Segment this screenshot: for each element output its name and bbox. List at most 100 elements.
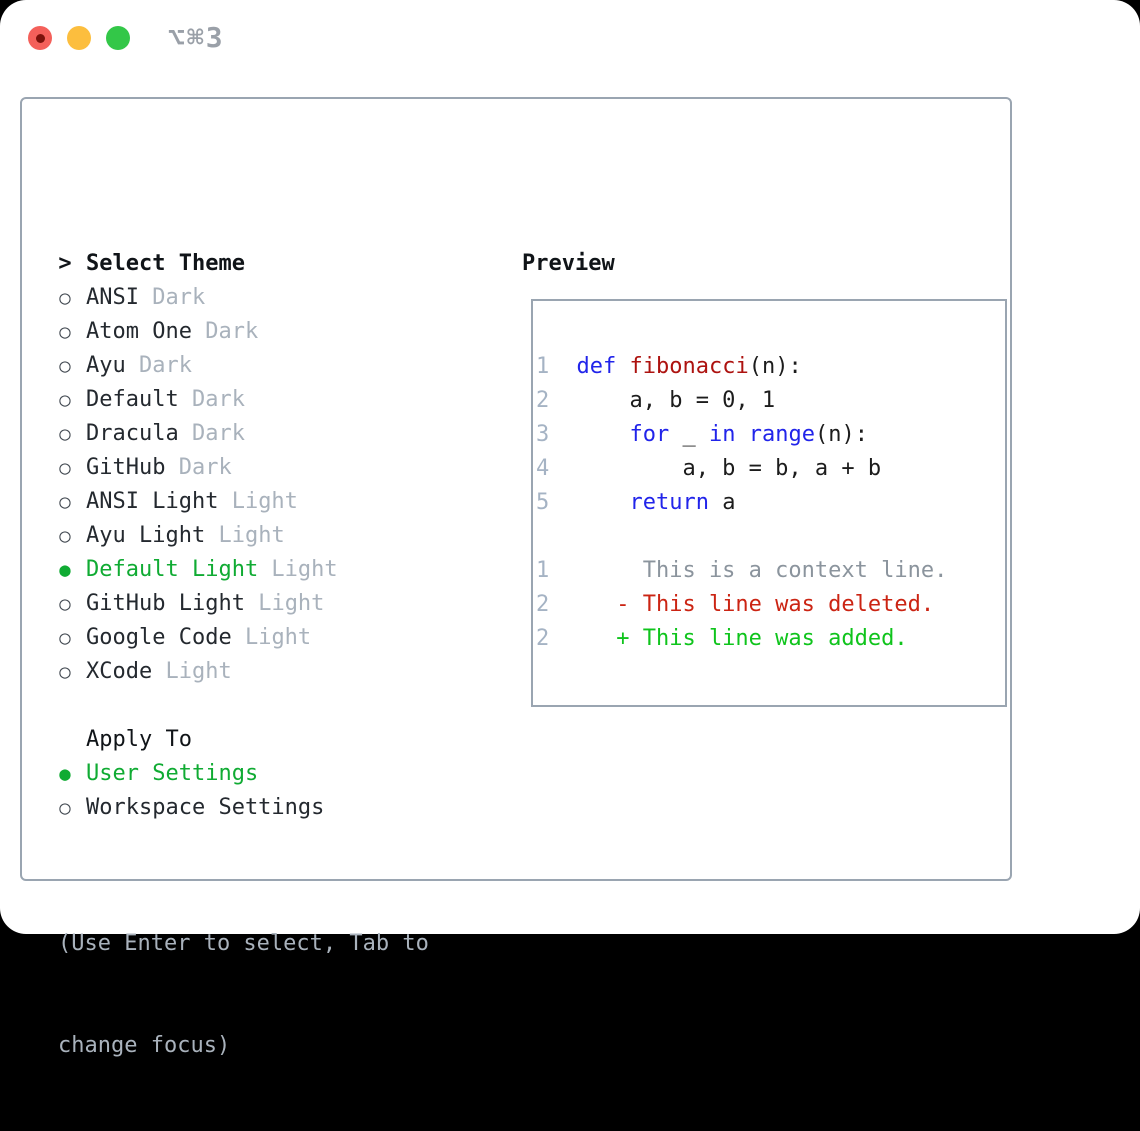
preview-pane	[531, 299, 1007, 707]
theme-variant: Dark	[165, 455, 232, 480]
theme-name: GitHub Light	[86, 591, 245, 616]
code-line: 3 for _ in range(n):	[536, 418, 947, 452]
theme-option[interactable]: ○ GitHub Light Light	[58, 587, 429, 621]
code-segment: - This line was deleted.	[550, 592, 935, 617]
code-segment: return	[629, 490, 709, 515]
radio-unselected-icon: ○	[59, 525, 71, 547]
radio-unselected-icon: ○	[59, 797, 71, 819]
line-number: 3	[536, 422, 550, 447]
apply-option-label: Workspace Settings	[86, 795, 325, 820]
theme-picker-column: > Select Theme ○ANSI Dark○Atom One Dark○…	[58, 247, 429, 1131]
theme-option[interactable]: ○Default Dark	[58, 383, 429, 417]
zoom-button[interactable]	[106, 26, 130, 50]
radio-unselected-icon: ○	[59, 423, 71, 445]
theme-variant: Dark	[125, 353, 192, 378]
apply-option[interactable]: ● User Settings	[58, 757, 429, 791]
help-text-line: (Use Enter to select, Tab to	[58, 931, 429, 956]
theme-variant: Light	[205, 523, 285, 548]
theme-option[interactable]: ○ Ayu Light Light	[58, 519, 429, 553]
theme-variant: Light	[258, 557, 338, 582]
theme-name: Dracula	[86, 421, 179, 446]
code-line: 1 This is a context line.	[536, 554, 947, 588]
code-line: 5 return a	[536, 486, 947, 520]
theme-name: ANSI Light	[86, 489, 219, 514]
preview-title: Preview	[522, 251, 615, 276]
line-number: 2	[536, 626, 550, 651]
code-segment	[550, 486, 629, 520]
theme-name: Google Code	[86, 625, 232, 650]
radio-selected-icon: ●	[59, 763, 71, 785]
code-line: 2 + This line was added.	[536, 622, 947, 656]
code-segment	[735, 418, 748, 452]
select-theme-header: > Select Theme	[58, 247, 429, 281]
code-segment: a	[708, 490, 736, 515]
radio-unselected-icon: ○	[59, 287, 71, 309]
theme-option[interactable]: ○ Dracula Dark	[58, 417, 429, 451]
apply-option-label: User Settings	[86, 761, 259, 786]
line-number: 1	[536, 354, 550, 379]
code-segment: _	[669, 422, 709, 447]
theme-variant: Light	[231, 625, 312, 650]
code-line: 1 def fibonacci(n):	[536, 350, 947, 384]
radio-unselected-icon: ○	[59, 661, 71, 683]
apply-to-header: Apply To	[58, 723, 429, 757]
code-segment: in	[708, 422, 736, 447]
window-controls	[28, 26, 130, 50]
code-line	[536, 520, 947, 554]
code-line: 2 - This line was deleted.	[536, 588, 947, 622]
select-theme-title: Select Theme	[86, 251, 245, 276]
theme-option[interactable]: ● Default Light Light	[58, 553, 429, 587]
theme-name: GitHub	[86, 455, 166, 480]
code-segment: a, b = b, a + b	[550, 456, 882, 481]
theme-variant: Light	[218, 489, 298, 514]
line-number: 5	[536, 490, 550, 515]
theme-variant: Dark	[191, 319, 259, 344]
theme-variant: Light	[244, 591, 325, 616]
theme-option[interactable]: ○XCode Light	[58, 655, 429, 689]
theme-option[interactable]: ○ANSI Dark	[58, 281, 429, 315]
code-segment: def	[576, 354, 617, 379]
code-line: 4 a, b = b, a + b	[536, 452, 947, 486]
theme-option[interactable]: ○Atom One Dark	[58, 315, 429, 349]
code-segment	[550, 418, 629, 452]
theme-name: Default Light	[86, 557, 259, 582]
theme-variant: Dark	[178, 387, 245, 412]
code-segment	[550, 350, 577, 384]
theme-variant: Dark	[178, 421, 245, 446]
code-segment: This is a context line.	[550, 558, 948, 583]
radio-unselected-icon: ○	[59, 627, 71, 649]
selection-cursor-icon: >	[58, 251, 72, 276]
line-number: 2	[536, 388, 550, 413]
apply-option[interactable]: ○ Workspace Settings	[58, 791, 429, 825]
close-button[interactable]	[28, 26, 52, 50]
theme-option[interactable]: ○ANSI Light Light	[58, 485, 429, 519]
radio-selected-icon: ●	[59, 559, 71, 581]
help-text-line: change focus)	[58, 1033, 231, 1058]
minimize-button[interactable]	[67, 26, 91, 50]
theme-name: XCode	[86, 659, 153, 684]
code-segment: fibonacci	[629, 354, 749, 379]
line-number: 4	[536, 456, 550, 481]
theme-name: Atom One	[86, 319, 192, 344]
theme-variant: Dark	[138, 285, 206, 310]
radio-unselected-icon: ○	[59, 355, 71, 377]
code-segment: a, b = 0, 1	[550, 388, 776, 413]
theme-name: Ayu	[86, 353, 126, 378]
theme-option[interactable]: ○ GitHub Dark	[58, 451, 429, 485]
theme-option[interactable]: ○ Google Code Light	[58, 621, 429, 655]
app-window: ⌥⌘3 > Select Theme ○ANSI Dark○Atom One D…	[0, 0, 1140, 1058]
radio-unselected-icon: ○	[59, 457, 71, 479]
code-segment: range	[748, 422, 815, 447]
theme-list: ○ANSI Dark○Atom One Dark○Ayu Dark○Defaul…	[58, 281, 429, 689]
theme-name: Ayu Light	[86, 523, 206, 548]
theme-name: Default	[86, 387, 179, 412]
spacer	[58, 689, 429, 723]
line-number	[536, 520, 550, 554]
code-segment: + This line was added.	[550, 626, 908, 651]
line-number: 2	[536, 592, 550, 617]
radio-unselected-icon: ○	[59, 593, 71, 615]
preview-code: 1 def fibonacci(n): 2 a, b = 0, 1 3 for _ …	[536, 350, 947, 656]
apply-to-list: ● User Settings ○ Workspace Settings	[58, 757, 429, 825]
apply-to-title: Apply To	[86, 727, 192, 752]
theme-option[interactable]: ○ Ayu Dark	[58, 349, 429, 383]
